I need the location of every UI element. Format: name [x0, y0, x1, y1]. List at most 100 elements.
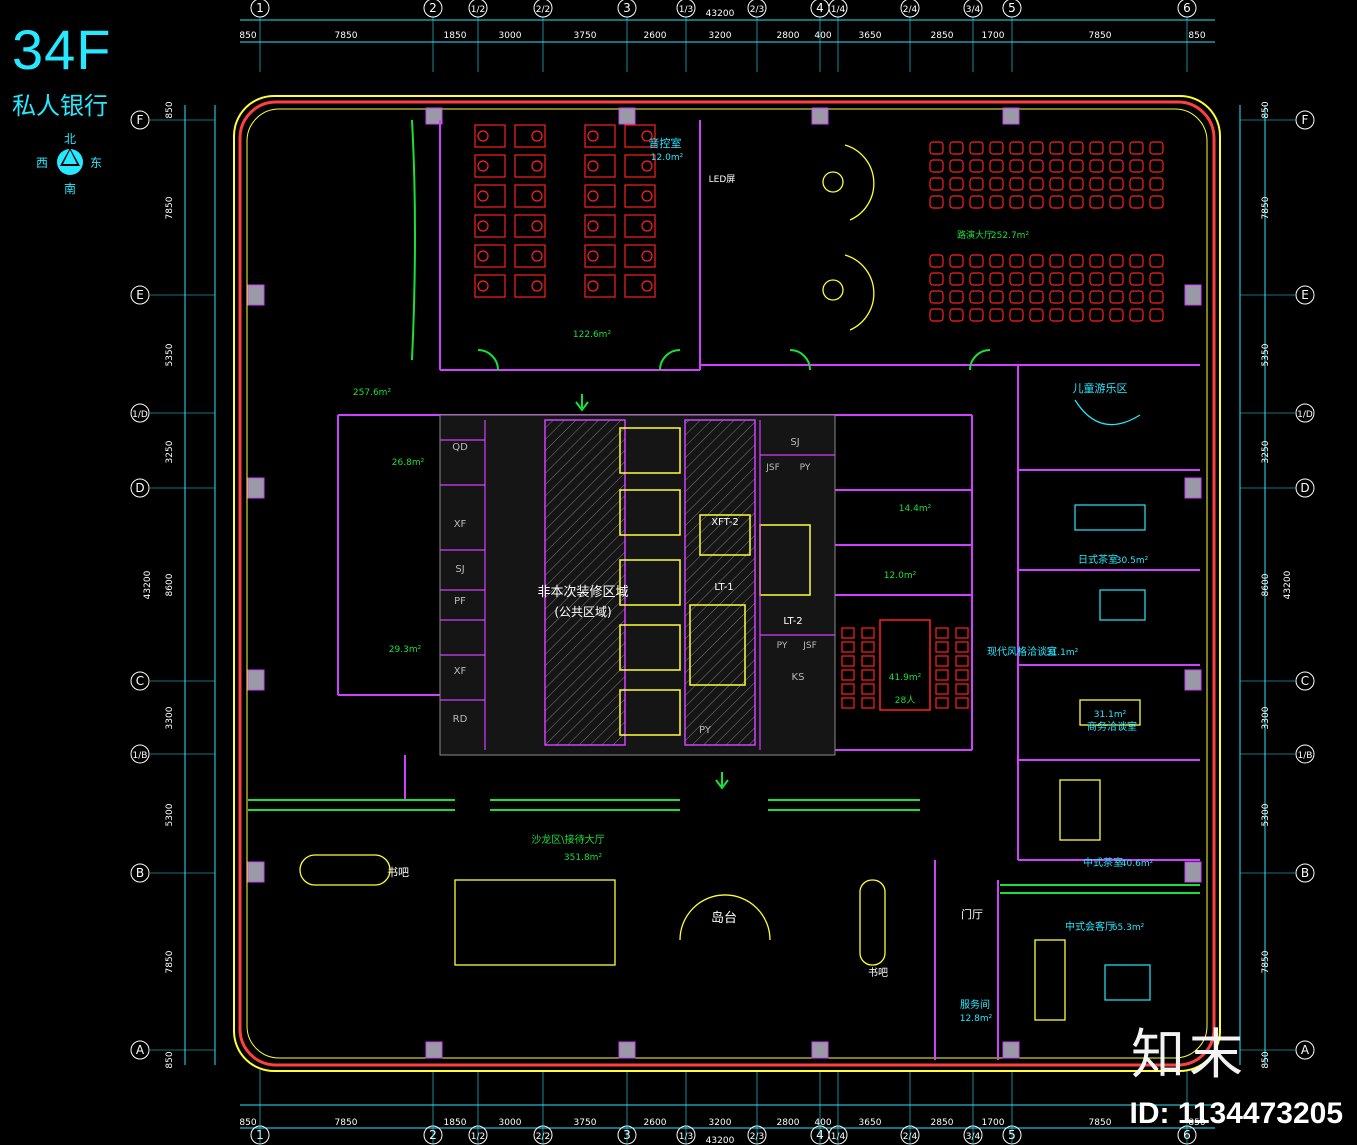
auditorium-seat — [1109, 159, 1124, 173]
office-desk — [584, 244, 616, 268]
side-dimension-label: 3300 — [1261, 706, 1271, 729]
auditorium-seat — [1069, 159, 1084, 173]
dimension-label: 7850 — [335, 31, 358, 41]
office-desk — [514, 124, 546, 148]
meeting-chair — [861, 655, 875, 667]
compass-south: 南 — [64, 182, 77, 196]
auditorium-seat — [949, 272, 964, 286]
auditorium-seat — [1029, 159, 1044, 173]
auditorium-seat — [1049, 290, 1064, 304]
svg-text:1/2: 1/2 — [471, 5, 485, 15]
auditorium-seat — [1089, 290, 1104, 304]
total-side-dimension: 43200 — [1283, 570, 1293, 599]
office-desk — [514, 184, 546, 208]
svg-text:1/3: 1/3 — [679, 5, 693, 15]
svg-text:C: C — [136, 674, 144, 688]
auditorium-seat — [929, 177, 944, 191]
side-dimension-label: 8600 — [1261, 573, 1271, 596]
dimension-label: 850 — [1188, 31, 1205, 41]
auditorium-seat — [1029, 177, 1044, 191]
auditorium-seat — [949, 195, 964, 209]
office-desk — [474, 124, 506, 148]
office-chair — [587, 220, 599, 232]
office-desk — [624, 274, 656, 298]
side-dimension-label: 850 — [165, 101, 175, 118]
axis-column-1/3: 1/3 — [676, 0, 696, 18]
auditorium-seat — [929, 290, 944, 304]
axis-row-C: C — [130, 671, 150, 691]
auditorium-seat — [1129, 290, 1144, 304]
office-desk — [584, 274, 616, 298]
compass-east: 东 — [90, 156, 103, 170]
office-chair — [531, 190, 543, 202]
meeting-chair — [841, 697, 855, 709]
watermark-id: ID: 1134473205 — [1129, 1097, 1343, 1130]
meeting-chair — [955, 683, 969, 695]
dimension-label: 7850 — [1089, 31, 1112, 41]
svg-text:1: 1 — [256, 1, 264, 15]
auditorium-seat — [949, 159, 964, 173]
auditorium-seat — [1069, 177, 1084, 191]
side-dimension-label: 5300 — [165, 803, 175, 826]
total-dimension: 43200 — [706, 1136, 735, 1145]
dimension-label: 2800 — [777, 31, 800, 41]
auditorium-seat — [1029, 272, 1044, 286]
svg-text:A: A — [136, 1043, 145, 1057]
office-desk — [514, 154, 546, 178]
auditorium-seat — [1089, 254, 1104, 268]
auditorium-seat — [1089, 141, 1104, 155]
dimension-label: 850 — [239, 1118, 256, 1128]
total-side-dimension: 43200 — [143, 570, 153, 599]
side-dimension-label: 5350 — [165, 343, 175, 366]
auditorium-seat — [1149, 290, 1164, 304]
auditorium-seat — [1049, 159, 1064, 173]
meeting-chair — [955, 627, 969, 639]
auditorium-seat — [949, 254, 964, 268]
floor-subtitle: 私人银行 — [12, 92, 108, 120]
room-label-book_bar2: 书吧 — [868, 967, 888, 979]
axis-row-1/D: 1/D — [1295, 403, 1315, 423]
auditorium-seat — [1069, 290, 1084, 304]
axis-column-3: 3 — [617, 0, 637, 18]
auditorium-seat — [949, 177, 964, 191]
room-label-business: 商务洽谈室 — [1087, 720, 1137, 733]
auditorium-seat — [1109, 308, 1124, 322]
room-label-py: PY — [800, 463, 811, 473]
side-dimension-label: 850 — [165, 1051, 175, 1068]
axis-column-2/3: 2/3 — [747, 0, 767, 18]
room-label-xf2: XF — [454, 666, 467, 677]
office-chair — [477, 130, 489, 142]
room-label-salon_area: 351.8m² — [564, 853, 603, 863]
room-label-area_148: 26.8m² — [392, 458, 425, 468]
auditorium-seat — [969, 254, 984, 268]
room-label-sj2: SJ — [790, 437, 799, 448]
meeting-chair — [935, 697, 949, 709]
axis-row-E: E — [1295, 285, 1315, 305]
room-label-office_area: 122.6m² — [573, 330, 612, 340]
room-label-jsf: JSF — [765, 463, 780, 473]
office-desk — [584, 124, 616, 148]
auditorium-seat — [1029, 254, 1044, 268]
dimension-label: 1700 — [982, 31, 1005, 41]
meeting-chair — [955, 641, 969, 653]
dimension-label: 850 — [239, 31, 256, 41]
svg-text:5: 5 — [1008, 1, 1016, 15]
auditorium-seat — [1129, 308, 1144, 322]
axis-column-6: 6 — [1177, 0, 1197, 18]
auditorium-seat — [949, 290, 964, 304]
auditorium-seat — [969, 290, 984, 304]
meeting-chair — [841, 641, 855, 653]
svg-text:C: C — [1301, 674, 1309, 688]
axis-column-2: 2 — [423, 0, 443, 18]
dimension-label: 400 — [814, 31, 831, 41]
auditorium-seat — [989, 177, 1004, 191]
auditorium-seat — [1009, 141, 1024, 155]
room-label-area_120: 12.0m² — [884, 571, 917, 581]
dimension-label: 3200 — [709, 1118, 732, 1128]
axis-column-3/4: 3/4 — [963, 0, 983, 18]
meeting-chair — [861, 627, 875, 639]
room-label-business_area: 31.1m² — [1094, 710, 1127, 720]
dimension-label: 7850 — [335, 1118, 358, 1128]
room-label-japanese: 日式茶室 — [1078, 553, 1118, 566]
svg-text:3: 3 — [623, 1, 631, 15]
